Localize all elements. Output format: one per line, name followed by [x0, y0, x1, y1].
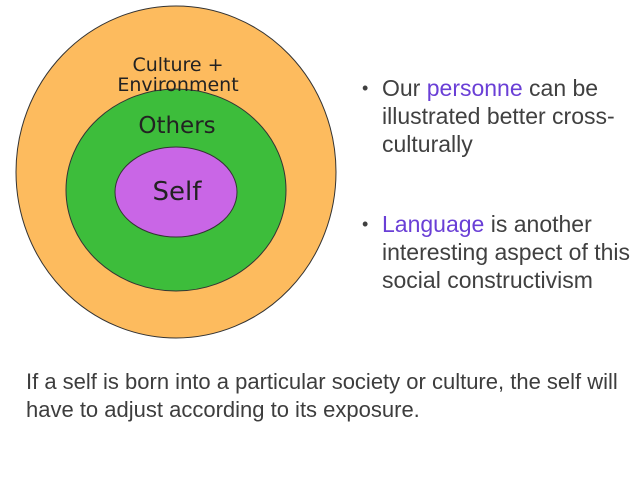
bullet-dot: • — [362, 78, 369, 98]
outer-ring-label-line2: Environment — [117, 74, 238, 96]
bullet-highlight: personne — [426, 75, 523, 101]
bullet-text: Our personne can be illustrated better c… — [382, 74, 632, 158]
concentric-circles-diagram: Culture + Environment Others Self — [15, 5, 337, 339]
caption-text: If a self is born into a particular soci… — [26, 369, 618, 422]
bullet-dot: • — [362, 214, 369, 234]
inner-ring-self — [114, 146, 238, 238]
bullet-highlight: Language — [382, 211, 485, 237]
inner-ring-label: Self — [153, 177, 203, 207]
bullet-text: Language is another interesting aspect o… — [382, 210, 632, 294]
bullet-text-before: Our — [382, 75, 427, 101]
middle-ring-label: Others — [138, 113, 215, 139]
bullet-item-personne: • Our personne can be illustrated better… — [362, 74, 632, 158]
bullet-text-after: can be illustrated better cross-cultural… — [382, 75, 615, 157]
bullet-text-after: is another interesting aspect of this so… — [382, 211, 631, 293]
outer-ring-label-line1: Culture + — [132, 54, 223, 76]
bullet-item-language: • Language is another interesting aspect… — [362, 210, 632, 294]
